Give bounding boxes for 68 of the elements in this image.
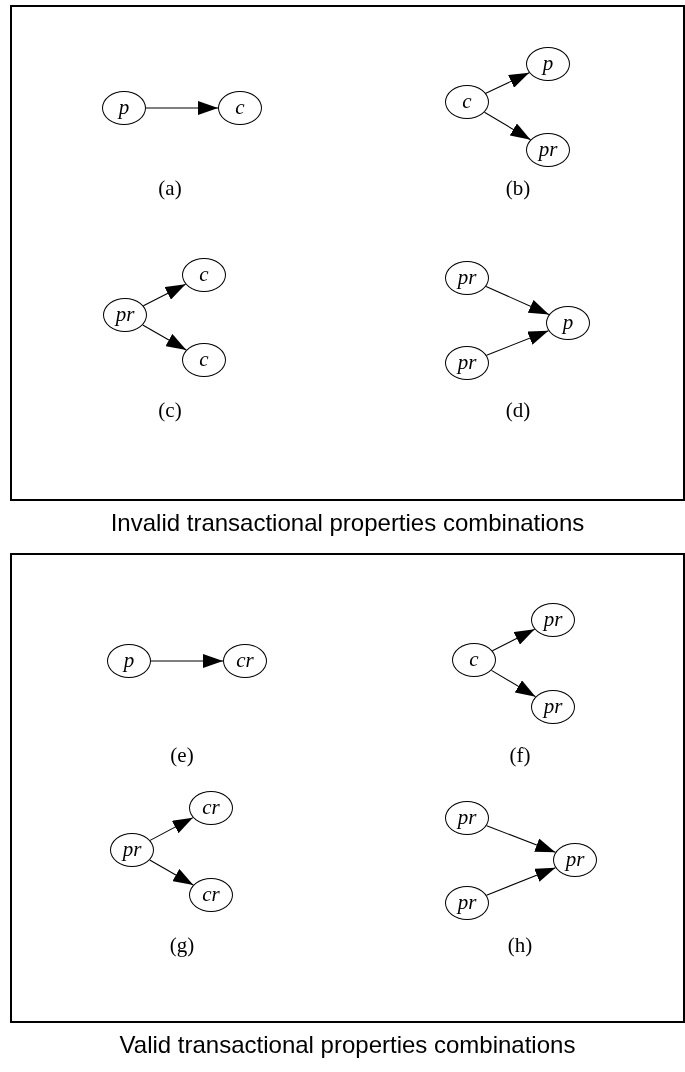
- state-label: pr: [543, 608, 563, 630]
- state-ellipse: [445, 801, 489, 835]
- arrow: [485, 72, 530, 94]
- state-label: pr: [457, 266, 477, 288]
- state-ellipse: [445, 261, 489, 295]
- subfigure-label: (g): [169, 932, 195, 958]
- arrow: [486, 825, 556, 853]
- state-ellipse: [103, 298, 147, 332]
- state-ellipse: [182, 343, 226, 377]
- arrow: [149, 859, 194, 886]
- arrow: [486, 330, 549, 356]
- state-label: pr: [457, 351, 477, 373]
- state-ellipse: [223, 644, 267, 678]
- state-ellipse: [553, 843, 597, 877]
- arrow: [491, 628, 536, 652]
- arrow: [150, 654, 224, 668]
- state-ellipse: [102, 91, 146, 125]
- subfigure-label: (b): [505, 175, 531, 201]
- arrow: [149, 817, 194, 841]
- arrow: [485, 285, 550, 316]
- state-ellipse: [445, 886, 489, 920]
- state-ellipse: [526, 133, 570, 167]
- state-label: p: [542, 52, 554, 74]
- panel-caption: Invalid transactional properties combinations: [110, 509, 585, 537]
- state-ellipse: [189, 791, 233, 825]
- state-label: pr: [565, 848, 585, 870]
- state-ellipse: [110, 833, 154, 867]
- state-label: pr: [457, 806, 477, 828]
- state-label: cr: [202, 883, 220, 905]
- state-ellipse: [526, 47, 570, 81]
- state-label: pr: [538, 138, 558, 160]
- arrow: [490, 669, 537, 698]
- subfigure-label: (c): [158, 397, 182, 423]
- subfigure-label: (e): [170, 742, 194, 768]
- state-ellipse: [189, 878, 233, 912]
- state-label: cr: [236, 649, 254, 671]
- arrow: [145, 101, 219, 115]
- state-label: c: [199, 263, 209, 285]
- state-ellipse: [445, 346, 489, 380]
- state-ellipse: [531, 603, 575, 637]
- state-label: pr: [115, 303, 135, 325]
- state-label: p: [123, 649, 135, 671]
- state-ellipse: [182, 258, 226, 292]
- state-label: cr: [202, 796, 220, 818]
- state-label: pr: [457, 891, 477, 913]
- panel-caption: Valid transactional properties combinations: [119, 1031, 576, 1059]
- state-label: pr: [122, 838, 142, 860]
- state-label: p: [562, 311, 574, 333]
- arrow: [486, 867, 556, 896]
- state-ellipse: [218, 91, 262, 125]
- subfigure-label: (a): [158, 175, 182, 201]
- state-ellipse: [445, 85, 489, 119]
- state-label: c: [462, 90, 472, 112]
- state-ellipse: [531, 690, 575, 724]
- arrow: [483, 111, 532, 141]
- state-label: c: [199, 348, 209, 370]
- state-ellipse: [546, 306, 590, 340]
- state-label: c: [235, 96, 245, 118]
- subfigure-label: (f): [509, 742, 531, 768]
- arrow: [142, 283, 187, 307]
- state-ellipse: [452, 643, 496, 677]
- subfigure-label: (h): [507, 932, 533, 958]
- state-label: p: [118, 96, 130, 118]
- state-label: c: [469, 648, 479, 670]
- state-label: pr: [543, 695, 563, 717]
- arrow: [142, 324, 187, 351]
- state-ellipse: [107, 644, 151, 678]
- subfigure-label: (d): [505, 397, 531, 423]
